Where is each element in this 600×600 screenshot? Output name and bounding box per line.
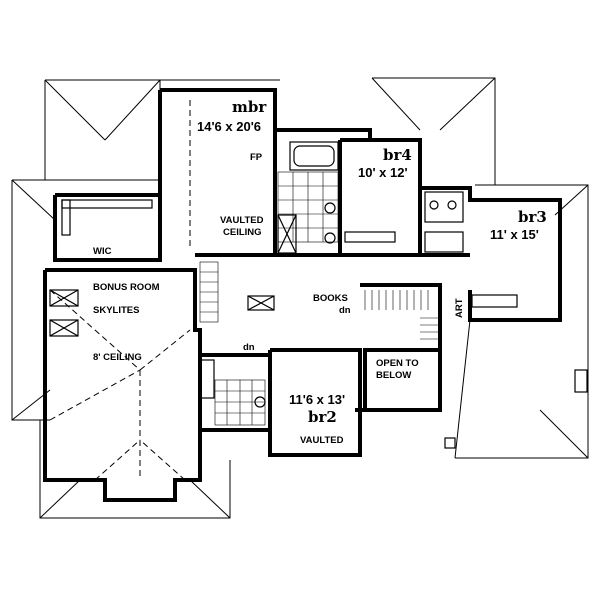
mbr-name: mbr bbox=[232, 98, 267, 116]
books-label: BOOKS bbox=[313, 293, 348, 304]
br2-size: 11'6 x 13' bbox=[289, 392, 345, 407]
mbr-size: 14'6 x 20'6 bbox=[197, 119, 261, 134]
vaulted-ceiling-label-2: CEILING bbox=[223, 227, 262, 238]
walls bbox=[43, 88, 562, 502]
open-to-below-label-2: BELOW bbox=[376, 370, 411, 381]
br4-name: br4 bbox=[383, 146, 412, 164]
dn-label-books: dn bbox=[339, 305, 351, 316]
room-labels: mbr 14'6 x 20'6 FP br4 10' x 12' br3 11'… bbox=[93, 98, 547, 446]
art-label: ART bbox=[454, 298, 465, 318]
br4-size: 10' x 12' bbox=[358, 165, 408, 180]
br3-name: br3 bbox=[518, 208, 547, 226]
vaulted-ceiling-label-1: VAULTED bbox=[220, 215, 264, 226]
fp-label: FP bbox=[250, 152, 263, 163]
dn-label-stairs: dn bbox=[243, 342, 255, 353]
skylites-label: SKYLITES bbox=[93, 305, 139, 316]
ceiling-8-label: 8' CEILING bbox=[93, 352, 142, 363]
br2-name: br2 bbox=[308, 408, 337, 426]
br3-size: 11' x 15' bbox=[490, 227, 539, 242]
vaulted-br2-label: VAULTED bbox=[300, 435, 344, 446]
bonus-room-label: BONUS ROOM bbox=[93, 282, 160, 293]
roof-lines bbox=[11, 77, 589, 519]
fixtures bbox=[49, 141, 588, 449]
wic-label: WIC bbox=[93, 246, 112, 257]
ceiling-lines bbox=[49, 100, 191, 481]
open-to-below-label-1: OPEN TO bbox=[376, 358, 419, 369]
